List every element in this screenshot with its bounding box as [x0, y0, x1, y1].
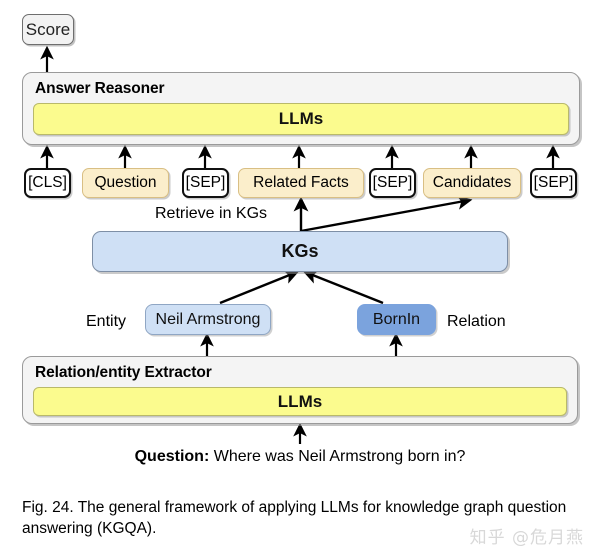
question-text: Where was Neil Armstrong born in?	[209, 448, 466, 465]
answer-reasoner-title: Answer Reasoner	[35, 80, 165, 97]
watermark: 知乎 @危月燕	[469, 528, 584, 548]
question-prefix: Question:	[134, 448, 210, 465]
relation-entity-extractor-panel: Relation/entity Extractor LLMs	[22, 356, 578, 424]
relation-value-box: BornIn	[357, 304, 436, 335]
token-question-slot: Question	[82, 168, 169, 198]
arrow-kgs-to-candidates	[300, 194, 473, 233]
token-candidates-slot: Candidates	[423, 168, 521, 198]
figure-caption: Fig. 24. The general framework of applyi…	[22, 499, 567, 538]
kgs-box: KGs	[92, 231, 508, 272]
extractor-title: Relation/entity Extractor	[35, 364, 212, 381]
entity-value-box: Neil Armstrong	[145, 304, 271, 335]
question-line: Question: Where was Neil Armstrong born …	[0, 448, 600, 466]
entity-side-label: Entity	[86, 313, 127, 330]
arrow-relation-to-kgs	[302, 269, 384, 305]
extractor-llms-bar: LLMs	[33, 387, 567, 416]
score-label: Score	[25, 20, 71, 39]
token-sep-1: [SEP]	[182, 168, 229, 198]
token-related-facts-slot: Related Facts	[238, 168, 364, 198]
relation-side-label: Relation	[447, 313, 506, 330]
answer-reasoner-llms-bar: LLMs	[33, 103, 569, 135]
arrows-tokens-to-reasoner	[40, 144, 560, 168]
score-box: Score	[22, 14, 74, 45]
token-cls-1: [CLS]	[24, 168, 71, 198]
retrieve-in-kgs-label: Retrieve in KGs	[155, 205, 268, 222]
answer-reasoner-panel: Answer Reasoner LLMs	[22, 72, 580, 145]
token-sep-3: [SEP]	[530, 168, 577, 198]
arrow-entity-to-kgs	[219, 269, 300, 305]
token-sep-2: [SEP]	[369, 168, 416, 198]
